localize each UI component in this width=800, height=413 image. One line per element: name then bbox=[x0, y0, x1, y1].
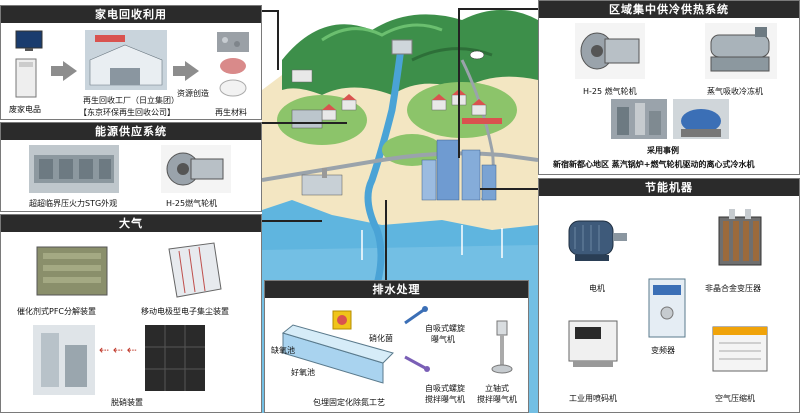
connector-district bbox=[458, 8, 538, 10]
label-compressor: 空气压缩机 bbox=[715, 394, 755, 403]
turbine-icon bbox=[161, 145, 231, 193]
denox-image-2 bbox=[145, 325, 205, 391]
label-motor: 电机 bbox=[589, 284, 605, 293]
label-factory-1: 再生回收工厂（日立集团） bbox=[83, 96, 179, 105]
district-turbine-icon bbox=[575, 23, 645, 79]
motor-icon bbox=[561, 207, 631, 267]
vertical-aerator-icon bbox=[489, 319, 515, 377]
label-aerator1-2: 曝气机 bbox=[431, 335, 455, 344]
panel-district: 区域集中供冷供热系统 H-25 燃气轮机 蒸气吸收冷冻机 采用事例 新宿新都心地… bbox=[538, 0, 800, 175]
tv-icon bbox=[15, 30, 43, 52]
panel-air: 大气 催化剂式PFC分解装置 移动电极型电子集尘装置 ⇠ ⇠ ⇠ 脱硝装置 bbox=[0, 214, 262, 413]
label-denox: 脱硝装置 bbox=[111, 398, 143, 407]
label-aerobic: 好氧池 bbox=[291, 368, 315, 377]
aerator-icon bbox=[403, 305, 431, 327]
panel-recycle: 家电回收利用 废家电品 再生回收工厂（日立集团） 【东京环保再生回收公司】 资源… bbox=[0, 5, 262, 120]
transformer-icon bbox=[709, 207, 771, 273]
case-image-1 bbox=[611, 99, 667, 139]
panel-water-title: 排水处理 bbox=[265, 281, 528, 298]
connector-saving bbox=[480, 188, 538, 190]
label-aerator2-2: 搅拌曝气机 bbox=[425, 395, 465, 404]
inverter-icon bbox=[647, 277, 687, 339]
label-vertical-2: 搅拌曝气机 bbox=[477, 395, 517, 404]
connector-recycle bbox=[262, 10, 278, 12]
panel-saving-title: 节能机器 bbox=[539, 179, 799, 196]
label-transformer: 非晶合金变压器 bbox=[705, 284, 761, 293]
panel-district-title: 区域集中供冷供热系统 bbox=[539, 1, 799, 18]
label-printer: 工业用喷码机 bbox=[569, 394, 617, 403]
label-factory-2: 【东京环保再生回收公司】 bbox=[79, 108, 175, 117]
connector-recycle-v bbox=[277, 10, 279, 70]
arrow-2-head bbox=[185, 61, 199, 81]
stg-image bbox=[29, 145, 119, 193]
label-waste: 废家电品 bbox=[9, 105, 41, 114]
label-case-desc: 新宿新都心地区 蒸汽锅炉+燃气轮机驱动的离心式冷水机 bbox=[553, 160, 755, 169]
label-vertical-1: 立轴式 bbox=[485, 384, 509, 393]
connector-water bbox=[385, 200, 387, 280]
arrow-denox: ⇠ ⇠ ⇠ bbox=[99, 343, 137, 357]
label-inverter: 变频器 bbox=[651, 346, 675, 355]
arrow-2-bar bbox=[173, 66, 185, 76]
panel-recycle-title: 家电回收利用 bbox=[1, 6, 261, 23]
label-aerator1-1: 自吸式螺旋 bbox=[425, 324, 465, 333]
washer-icon bbox=[15, 58, 37, 98]
label-process: 包埋固定化除氮工艺 bbox=[313, 398, 385, 407]
label-pfc: 催化剂式PFC分解装置 bbox=[17, 307, 97, 316]
label-stg: 超超临界压火力STG外观 bbox=[29, 199, 118, 208]
label-case-title: 采用事例 bbox=[647, 146, 679, 155]
printer-icon bbox=[565, 317, 621, 371]
label-chiller: 蒸气吸收冷冻机 bbox=[707, 87, 763, 96]
label-material: 再生材料 bbox=[215, 108, 247, 117]
arrow-1-bar bbox=[51, 66, 63, 76]
panel-energy: 能源供应系统 超超临界压火力STG外观 H-25燃气轮机 bbox=[0, 122, 262, 212]
panel-saving: 节能机器 电机 非晶合金变压器 变频器 工业用喷码机 空气压缩机 bbox=[538, 178, 800, 413]
label-esp: 移动电极型电子集尘装置 bbox=[141, 307, 229, 316]
connector-air bbox=[262, 220, 322, 222]
case-image-2 bbox=[673, 99, 729, 139]
panel-water: 排水处理 缺氧池 好氧池 硝化菌 包埋固定化除氮工艺 自吸式螺旋 曝气机 自吸式… bbox=[264, 280, 529, 413]
label-turbine: H-25燃气轮机 bbox=[166, 199, 218, 208]
water-process-image bbox=[273, 303, 403, 393]
panel-energy-title: 能源供应系统 bbox=[1, 123, 261, 140]
label-aerator2-1: 自吸式螺旋 bbox=[425, 384, 465, 393]
denox-image-1 bbox=[33, 325, 95, 395]
material-icon bbox=[215, 30, 251, 100]
aerator2-icon bbox=[403, 351, 433, 373]
connector-energy bbox=[262, 122, 347, 124]
chiller-icon bbox=[705, 23, 777, 79]
label-anaerobic: 缺氧池 bbox=[271, 346, 295, 355]
arrow-1-head bbox=[63, 61, 77, 81]
connector-district-v bbox=[458, 8, 460, 158]
panel-air-title: 大气 bbox=[1, 215, 261, 232]
label-create: 资源创造 bbox=[177, 89, 209, 98]
label-nitrifier: 硝化菌 bbox=[369, 334, 393, 343]
esp-image bbox=[159, 239, 231, 301]
compressor-icon bbox=[709, 321, 771, 377]
factory-icon bbox=[85, 30, 167, 90]
label-district-turbine: H-25 燃气轮机 bbox=[583, 87, 637, 96]
pfc-image bbox=[33, 239, 111, 301]
